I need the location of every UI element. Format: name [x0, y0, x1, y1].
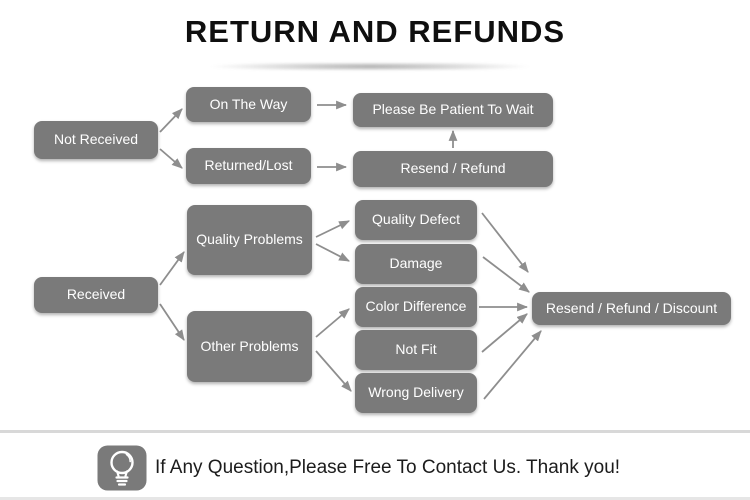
flow-edge-other_problems-to-wrong_delivery — [315, 350, 352, 392]
page-title: RETURN AND REFUNDS — [184, 14, 566, 49]
flow-node-returned-lost: Returned/Lost — [186, 148, 311, 184]
flow-edge-received-to-quality_problems — [159, 251, 185, 286]
flow-edge-quality_problems-to-quality_defect — [315, 220, 350, 238]
flow-node-color-difference: Color Difference — [355, 287, 477, 327]
flow-edge-not_received-to-on_the_way — [159, 108, 183, 133]
flow-edge-received-to-other_problems — [159, 303, 185, 341]
title-divider — [155, 63, 585, 70]
flow-node-damage: Damage — [355, 244, 477, 284]
flow-node-not-fit: Not Fit — [355, 330, 477, 370]
flow-node-other-problems: Other Problems — [187, 311, 312, 382]
flow-edge-damage-to-resend_refund_discount — [482, 256, 530, 293]
flow-node-wrong-delivery: Wrong Delivery — [355, 373, 477, 413]
flow-node-on-the-way: On The Way — [186, 87, 311, 122]
footer-message: If Any Question,Please Free To Contact U… — [155, 457, 621, 478]
flow-node-please-wait: Please Be Patient To Wait — [353, 93, 553, 127]
flow-node-resend-refund: Resend / Refund — [353, 151, 553, 187]
footer: If Any Question,Please Free To Contact U… — [97, 444, 620, 492]
lightbulb-icon — [97, 445, 147, 491]
flow-node-received: Received — [34, 277, 158, 313]
flow-edge-not_received-to-returned_lost — [159, 148, 183, 169]
flow-edge-quality_problems-to-damage — [315, 243, 350, 262]
footer-divider-bottom — [0, 497, 750, 500]
footer-divider-top — [0, 430, 750, 433]
flow-node-quality-problems: Quality Problems — [187, 205, 312, 275]
flow-edge-wrong_delivery-to-resend_refund_discount — [483, 330, 542, 400]
flow-edge-quality_defect-to-resend_refund_discount — [481, 212, 529, 273]
flow-edge-not_fit-to-resend_refund_discount — [481, 313, 528, 353]
flow-node-quality-defect: Quality Defect — [355, 200, 477, 240]
flow-node-not-received: Not Received — [34, 121, 158, 159]
flow-edge-other_problems-to-color_difference — [315, 308, 350, 338]
flow-node-resend-refund-discount: Resend / Refund / Discount — [532, 292, 731, 325]
